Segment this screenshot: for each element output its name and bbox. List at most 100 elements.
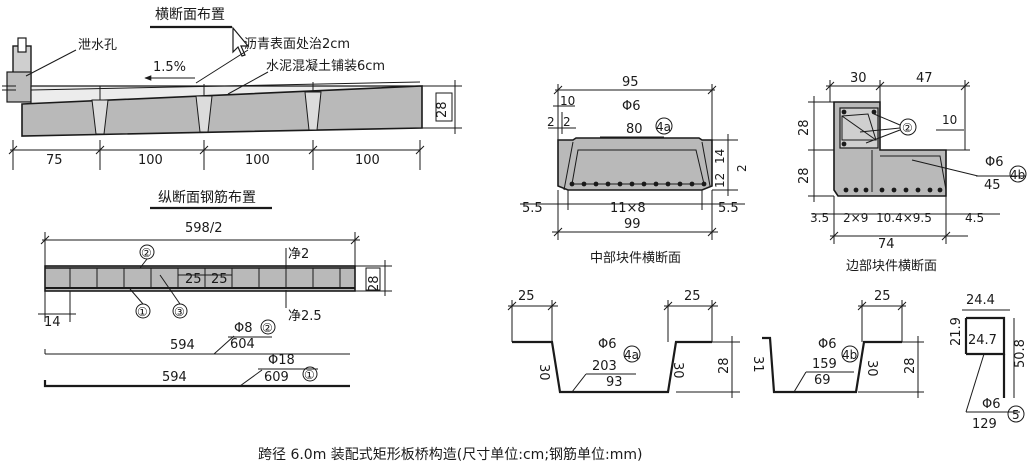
edge-h28b-label: 28 — [797, 167, 812, 184]
cross-section-panel: 横断面布置 泄水孔 1.5% 沥青表面处治2cm 水泥混凝土铺装6cm — [2, 7, 462, 170]
edge-block-panel: 30 47 ② 10 Φ6 4b 45 — [797, 71, 1027, 274]
s1-hright-label: 30 — [670, 362, 685, 379]
drain-hole-label: 泄水孔 — [78, 38, 117, 53]
edge-block-caption: 边部块件横断面 — [846, 259, 937, 274]
edge-bar-mark-circle — [1009, 165, 1027, 183]
longitudinal-height-label: 28 — [367, 275, 382, 292]
joint-1 — [91, 99, 109, 135]
longitudinal-panel: 纵断面钢筋布置 598/2 25 25 净2 净2.5 — [38, 189, 392, 388]
bar-2-mark-label: ② — [262, 321, 273, 335]
bar-1-total-label: 609 — [264, 370, 289, 385]
s1-mark-label: 4a — [624, 348, 639, 362]
mid-bottom-label: 99 — [624, 217, 641, 232]
stirrup-ticks — [69, 268, 341, 288]
bar-1-line — [43, 380, 350, 388]
joint-2 — [195, 95, 213, 133]
mark-1-label: ① — [137, 305, 148, 319]
edge-w47-label: 47 — [916, 71, 933, 86]
edge-bar-spec-label: Φ6 — [985, 155, 1004, 170]
mark-2-label: ② — [141, 246, 152, 260]
span-3-label: 100 — [245, 153, 270, 168]
mark-3-label: ③ — [174, 305, 185, 319]
s3-top-label: 24.4 — [966, 293, 995, 308]
half-length-label: 598/2 — [185, 221, 222, 236]
asphalt-label: 沥青表面处治2cm — [244, 37, 350, 52]
slope-label: 1.5% — [153, 60, 186, 75]
bar-1-mark-label: ① — [304, 368, 315, 382]
mid-bar-len-label: 80 — [626, 122, 643, 137]
bar-2-mark-circle — [260, 319, 276, 335]
s3-right-label: 50.8 — [1013, 339, 1028, 368]
mid-bar-mark-label: 4a — [656, 120, 671, 134]
span-4-label: 100 — [355, 153, 380, 168]
s3-inner-label: 24.7 — [968, 333, 997, 348]
s3-mark-circle — [1007, 405, 1025, 423]
clear-bottom-label: 净2.5 — [288, 309, 322, 324]
edge-b2-label: 2×9 — [843, 211, 868, 225]
bar-2-total-label: 604 — [230, 337, 255, 352]
edge-b4-label: 4.5 — [965, 211, 984, 225]
mid-right-label: 5.5 — [718, 201, 739, 216]
s2-height-label: 28 — [903, 357, 918, 374]
s2-total-label: 159 — [812, 357, 837, 372]
mid-d2a-label: 2 — [547, 115, 555, 129]
s3-spec-label: Φ6 — [982, 397, 1001, 412]
s1-height-label: 28 — [717, 357, 732, 374]
spacing-a-label: 25 — [185, 272, 202, 287]
stirrup-2-shape — [762, 336, 902, 394]
span-1-label: 75 — [46, 153, 63, 168]
mid-width-top-label: 95 — [622, 75, 639, 90]
mid-mid-label: 11×8 — [610, 201, 646, 216]
stirrup-1-shape — [512, 340, 712, 394]
mid-h14-label: 14 — [713, 149, 727, 164]
stirrup-2-panel: 25 31 30 28 Φ6 4b 159 69 — [750, 289, 924, 398]
mouse-cursor-icon — [232, 26, 250, 57]
edge-d10-label: 10 — [942, 113, 957, 127]
edge-bar-mark-label: 4b — [1010, 168, 1025, 182]
concrete-label: 水泥混凝土铺装6cm — [266, 58, 385, 74]
s3-mark-label: 5 — [1012, 408, 1020, 422]
mid-h12-label: 12 — [713, 173, 727, 188]
mid-bar-mark-circle — [655, 117, 673, 135]
spacing-b-label: 25 — [211, 272, 228, 287]
mid-d2b-label: 2 — [563, 115, 571, 129]
edge-mark-2-label: ② — [902, 121, 913, 135]
bar-2-spec-label: Φ8 — [234, 321, 253, 336]
curb-cap — [17, 37, 27, 53]
s1-hleft-label: 30 — [536, 364, 551, 381]
joint-3 — [304, 91, 322, 131]
bar-1-length-label: 594 — [162, 370, 187, 385]
edge-bottom-label: 74 — [878, 237, 895, 252]
edge-bar-len-label: 45 — [984, 178, 1001, 193]
bar-1-spec-label: Φ18 — [268, 353, 295, 368]
edge-bottom-bars — [841, 109, 943, 193]
footer-caption: 跨径 6.0m 装配式矩形板桥构造(尺寸单位:cm;钢筋单位:mm) — [258, 446, 643, 463]
s2-mark-label: 4b — [842, 348, 857, 362]
stirrup-3-loop — [966, 316, 1006, 356]
s1-mark-circle — [623, 345, 641, 363]
mid-h2-label: 2 — [735, 164, 749, 172]
slab-height-label: 28 — [435, 101, 450, 118]
mid-block-body — [557, 137, 713, 191]
edge-b3-label: 10.4×9.5 — [876, 211, 932, 225]
s2-mark-circle — [841, 345, 859, 363]
s2-hright-label: 30 — [864, 360, 879, 377]
edge-b1-label: 3.5 — [810, 211, 829, 225]
mid-bar-spec-label: Φ6 — [622, 99, 641, 114]
s1-spec-label: Φ6 — [598, 337, 617, 352]
s2-spec-label: Φ6 — [818, 337, 837, 352]
s3-total-label: 129 — [972, 417, 997, 432]
bar-1-mark-circle — [302, 366, 318, 382]
edge-h28a-label: 28 — [797, 119, 812, 136]
mid-d10-label: 10 — [560, 94, 575, 108]
mid-block-caption: 中部块件横断面 — [590, 251, 681, 266]
longitudinal-title: 纵断面钢筋布置 — [158, 189, 256, 206]
stirrup-3-panel: 24.4 24.7 21.9 50.8 Φ6 5 129 — [949, 293, 1028, 432]
clear-top-label: 净2 — [288, 247, 309, 262]
edge-w30-label: 30 — [850, 71, 867, 86]
s2-hleft-label: 31 — [750, 356, 765, 373]
end-length-label: 14 — [44, 315, 61, 330]
span-2-label: 100 — [138, 153, 163, 168]
s2-bottom-label: 69 — [814, 373, 831, 388]
